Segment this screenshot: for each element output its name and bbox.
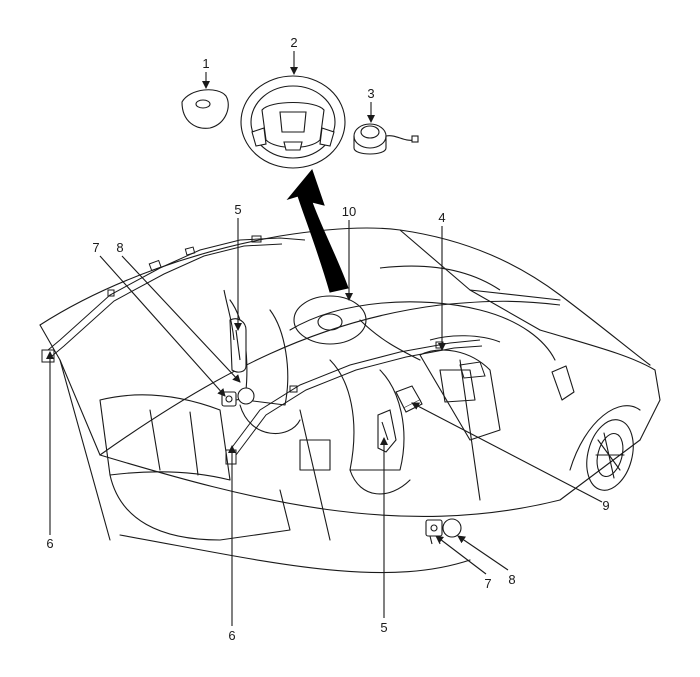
cap-b-pillar — [237, 387, 255, 405]
callout-5-rear: 5 — [234, 202, 241, 217]
callout-10: 10 — [342, 204, 356, 219]
callout-6-left: 6 — [46, 536, 53, 551]
callout-9: 9 — [602, 498, 609, 513]
callout-numbers: 1 2 3 4 5 10 7 8 6 6 5 9 7 8 — [46, 35, 609, 643]
side-airbag-rear — [223, 289, 247, 373]
curtain-airbag-left — [41, 235, 306, 363]
car-outline — [39, 227, 661, 574]
transfer-arrow — [286, 168, 349, 293]
sensor-door — [425, 519, 443, 545]
cap-door — [442, 518, 462, 538]
callout-4: 4 — [438, 210, 445, 225]
callout-8-door: 8 — [508, 572, 515, 587]
callout-1: 1 — [202, 56, 209, 71]
callout-6-center: 6 — [228, 628, 235, 643]
callout-5-front: 5 — [380, 620, 387, 635]
passenger-airbag — [429, 335, 501, 379]
roof-rail-arcs — [99, 265, 561, 456]
callout-2: 2 — [290, 35, 297, 50]
side-airbag-front — [377, 409, 397, 453]
callout-8-rear: 8 — [116, 240, 123, 255]
steering-wheel — [240, 75, 346, 169]
callout-7-rear: 7 — [92, 240, 99, 255]
driver-airbag-module — [181, 89, 229, 129]
callout-3: 3 — [367, 86, 374, 101]
leader-lines — [46, 51, 603, 626]
callout-7-door: 7 — [484, 576, 491, 591]
curtain-airbag-right — [225, 339, 483, 465]
clock-spring — [353, 123, 419, 155]
